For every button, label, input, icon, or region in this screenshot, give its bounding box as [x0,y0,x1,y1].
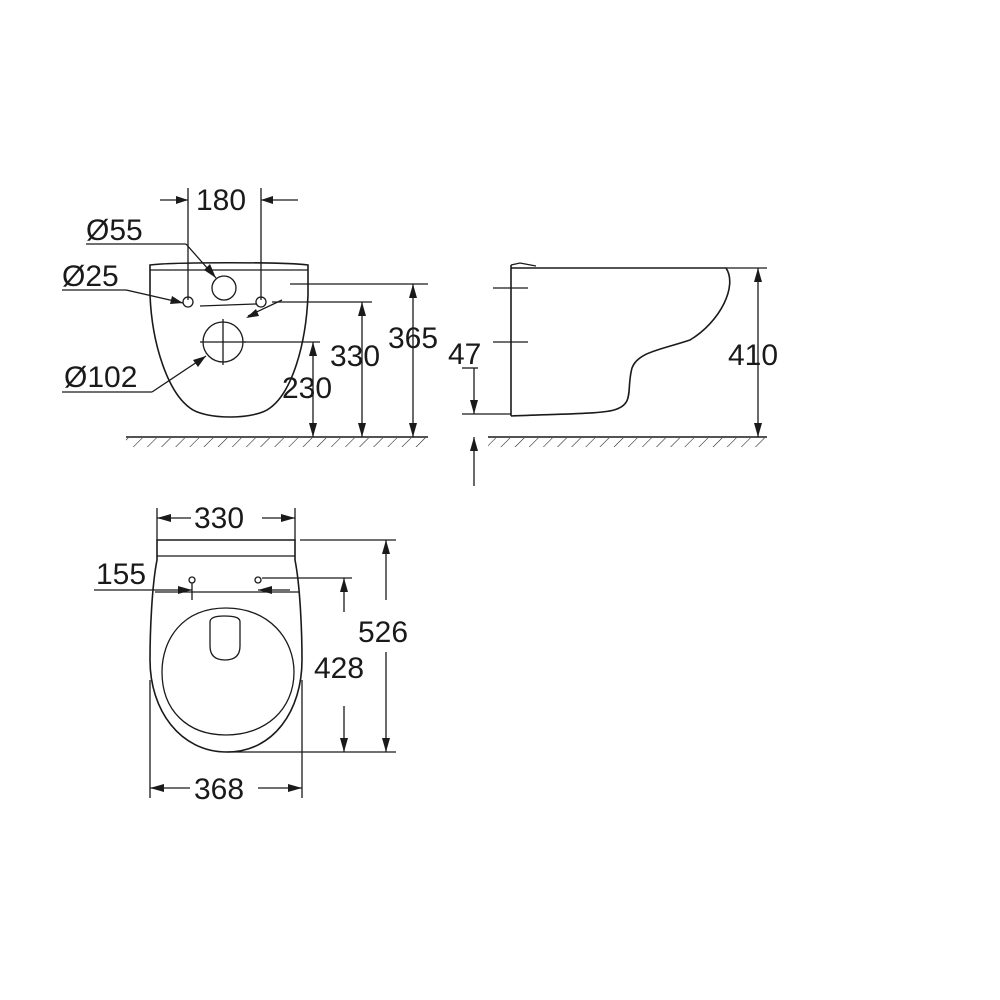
side-seat-top [510,262,537,267]
top-hole-right [254,576,262,584]
dim-330-label: 330 [330,340,380,373]
top-bowl-opening [209,615,241,661]
front-hole-55 [211,275,237,301]
front-bowl-outline [149,261,309,418]
dim-410-label: 410 [728,339,778,372]
dim-428-label: 428 [314,652,364,685]
side-view: 47 410 [448,262,778,486]
side-body-profile [510,267,731,417]
dim-230-label: 230 [282,372,332,405]
dim-365-label: 365 [388,322,438,355]
dim-368-label: 368 [194,773,244,806]
dim-180-label: 180 [196,184,246,217]
dim-526-label: 526 [358,616,408,649]
side-floor-hatch [488,438,767,447]
dim-dia25-label: Ø25 [62,260,119,293]
top-outline [149,539,303,753]
dim-155-label: 155 [96,558,146,591]
dim-dia102-label: Ø102 [64,361,137,394]
front-floor-hatch [126,438,428,447]
dim-dia55-label: Ø55 [86,214,143,247]
front-view: 180 Ø55 Ø25 Ø102 230 330 [62,184,438,447]
dim-330-top-label: 330 [194,502,244,535]
dim-47-label: 47 [448,338,481,371]
top-hole-left [188,576,196,584]
top-seat-opening [161,607,295,736]
top-view: 330 155 428 526 368 [94,502,408,806]
